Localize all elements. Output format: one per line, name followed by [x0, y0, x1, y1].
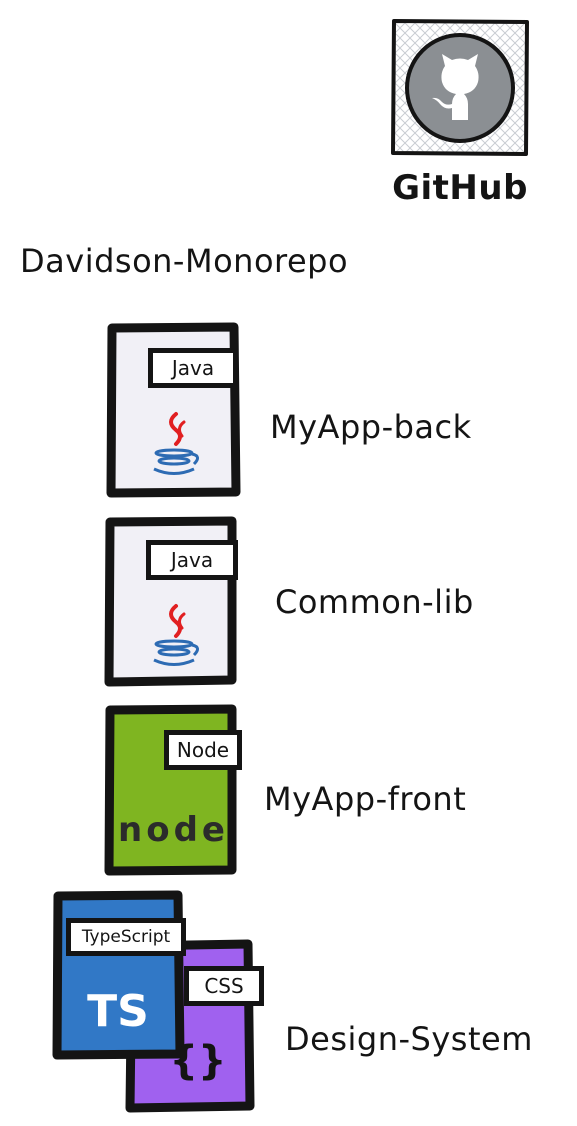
- project-myapp-back: Java: [106, 322, 246, 500]
- css-braces-icon: {}: [169, 1038, 227, 1084]
- project-design-system: TypeScript TS CSS {}: [50, 890, 280, 1114]
- project-name: MyApp-back: [270, 408, 472, 446]
- ts-logo: TS: [87, 986, 149, 1037]
- project-myapp-front: Node node: [104, 704, 244, 876]
- tag-label: Node: [164, 730, 242, 770]
- github-block: GitHub: [390, 18, 530, 208]
- project-name: MyApp-front: [264, 780, 467, 818]
- node-logo: node: [118, 810, 229, 850]
- project-name: Design-System: [285, 1020, 533, 1058]
- project-name: Common-lib: [275, 583, 474, 621]
- tag-label-typescript: TypeScript: [66, 918, 186, 956]
- tag-label-css: CSS: [184, 966, 264, 1006]
- tag-label: Java: [148, 348, 238, 388]
- project-common-lib: Java: [104, 516, 244, 688]
- java-cup-icon: [153, 604, 199, 666]
- octocat-icon: [432, 54, 479, 120]
- repo-title: Davidson-Monorepo: [20, 242, 349, 280]
- github-label: GitHub: [392, 168, 528, 208]
- github-icon: [391, 19, 529, 156]
- tag-label: Java: [146, 540, 238, 580]
- java-cup-icon: [153, 412, 199, 475]
